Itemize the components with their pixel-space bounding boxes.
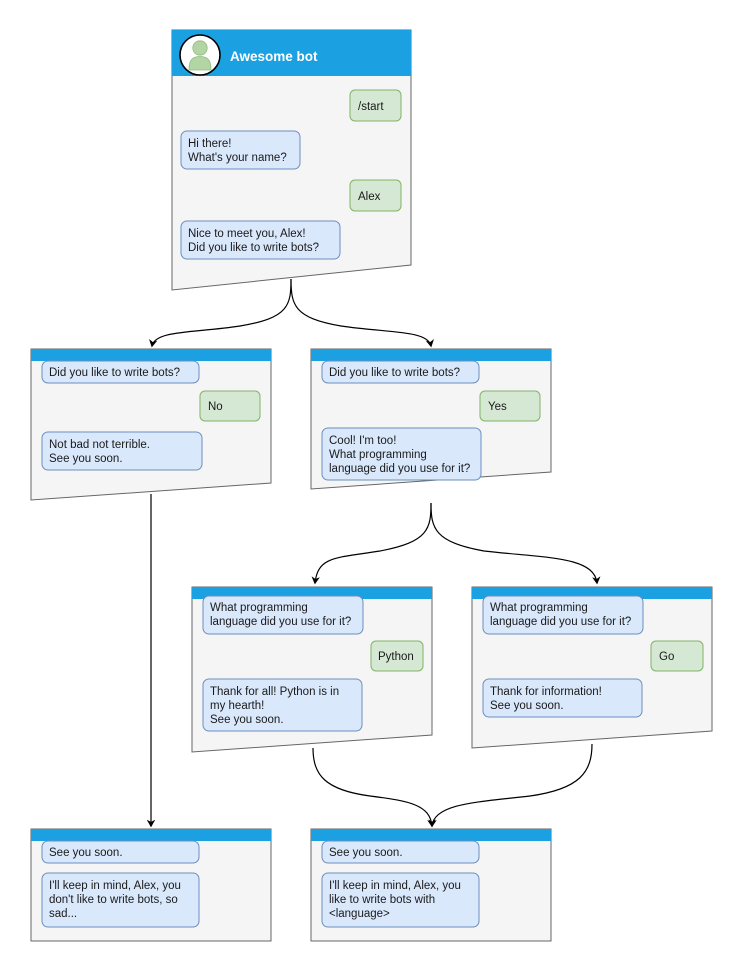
edge-go-to-end-happy: [428, 743, 593, 828]
bubble-line: Did you like to write bots?: [49, 367, 180, 379]
bubble-line: Python: [378, 651, 414, 663]
message-user-answer: Yes: [479, 390, 541, 422]
message-bot-question: What programming language did you use fo…: [202, 595, 364, 635]
bubble-line: I'll keep in mind, Alex, you: [329, 880, 461, 892]
bubble-line: See you soon.: [49, 847, 123, 859]
node-start[interactable]: Awesome bot /start Hi there! What's your…: [171, 29, 412, 291]
bubble-line: What programming: [329, 449, 427, 461]
edge-start-to-yes: [290, 278, 434, 348]
node-start-header-bar: [172, 30, 411, 76]
edges-layer: [146, 278, 601, 828]
message-bot-memory: I'll keep in mind, Alex, you like to wri…: [321, 872, 480, 928]
message-user-answer: Python: [370, 640, 424, 672]
bubble-line: <language>: [329, 908, 390, 920]
bubble-line: don't like to write bots, so: [49, 894, 178, 906]
bubble-line: What programming: [490, 602, 588, 614]
bubble-line: Cool! I'm too!: [329, 435, 396, 447]
node-answer-no-header-bar: [31, 349, 271, 361]
bubble-line: See you soon.: [490, 700, 564, 712]
edge-yes-to-python: [311, 502, 432, 585]
node-answer-yes[interactable]: Did you like to write bots? Yes Cool! I'…: [310, 348, 552, 490]
bubble-line: Hi there!: [188, 138, 231, 150]
bubble-line: Yes: [488, 401, 507, 413]
message-user-start: /start: [349, 89, 402, 122]
message-user-name: Alex: [349, 179, 402, 212]
bubble-line: See you soon.: [329, 847, 403, 859]
message-bot-memory: I'll keep in mind, Alex, you don't like …: [41, 872, 200, 928]
bubble-line: No: [208, 401, 223, 413]
bubble-line: /start: [358, 101, 384, 113]
bubble-line: What's your name?: [188, 152, 287, 164]
bubble-line: Did you like to write bots?: [188, 242, 319, 254]
node-answer-yes-header-bar: [311, 349, 551, 361]
bubble-line: language did you use for it?: [210, 616, 351, 628]
message-bot-question: What programming language did you use fo…: [482, 595, 644, 635]
bubble-line: language did you use for it?: [490, 616, 631, 628]
bubble-line: Alex: [358, 191, 381, 203]
message-bot-greeting: Hi there! What's your name?: [180, 130, 301, 170]
node-end-happy-header-bar: [311, 829, 551, 841]
bubble-line: See you soon.: [49, 453, 123, 465]
person-avatar-icon: [179, 34, 221, 76]
bubble-line: What programming: [210, 602, 308, 614]
message-bot-farewell: Thank for all! Python is in my hearth! S…: [202, 678, 363, 732]
bubble-line: Thank for information!: [490, 686, 602, 698]
message-bot-farewell: See you soon.: [41, 840, 200, 864]
bubble-line: Go: [659, 651, 674, 663]
node-lang-go[interactable]: What programming language did you use fo…: [471, 586, 713, 749]
bubble-line: See you soon.: [210, 714, 284, 726]
edge-python-to-end-happy: [312, 747, 436, 828]
bubble-line: Did you like to write bots?: [329, 367, 460, 379]
bubble-line: I'll keep in mind, Alex, you: [49, 880, 181, 892]
message-bot-farewell: See you soon.: [321, 840, 480, 864]
bubble-line: Not bad not terrible.: [49, 439, 150, 451]
edge-start-to-no: [149, 278, 292, 348]
bubble-line: like to write bots with: [329, 894, 435, 906]
bubble-line: Thank for all! Python is in: [210, 686, 339, 698]
node-end-sad-header-bar: [31, 829, 271, 841]
message-user-answer: No: [199, 390, 261, 422]
node-start-header-title: Awesome bot: [230, 49, 318, 64]
message-bot-question: Did you like to write bots?: [321, 360, 480, 384]
message-user-answer: Go: [650, 640, 704, 672]
message-bot-nice: Nice to meet you, Alex! Did you like to …: [180, 220, 341, 260]
node-answer-no[interactable]: Did you like to write bots? No Not bad n…: [30, 348, 272, 501]
edge-yes-to-go: [430, 502, 601, 585]
message-bot-farewell: Not bad not terrible. See you soon.: [41, 431, 203, 471]
message-bot-followup: Cool! I'm too! What programming language…: [321, 427, 482, 481]
bubble-line: my hearth!: [210, 700, 264, 712]
message-bot-farewell: Thank for information! See you soon.: [482, 678, 643, 718]
node-lang-python[interactable]: What programming language did you use fo…: [191, 586, 433, 753]
message-bot-question: Did you like to write bots?: [41, 360, 200, 384]
bubble-line: language did you use for it?: [329, 463, 470, 475]
node-end-sad[interactable]: See you soon. I'll keep in mind, Alex, y…: [30, 828, 272, 942]
bubble-line: Nice to meet you, Alex!: [188, 228, 306, 240]
bubble-line: sad...: [49, 908, 77, 920]
node-end-happy[interactable]: See you soon. I'll keep in mind, Alex, y…: [310, 828, 552, 942]
